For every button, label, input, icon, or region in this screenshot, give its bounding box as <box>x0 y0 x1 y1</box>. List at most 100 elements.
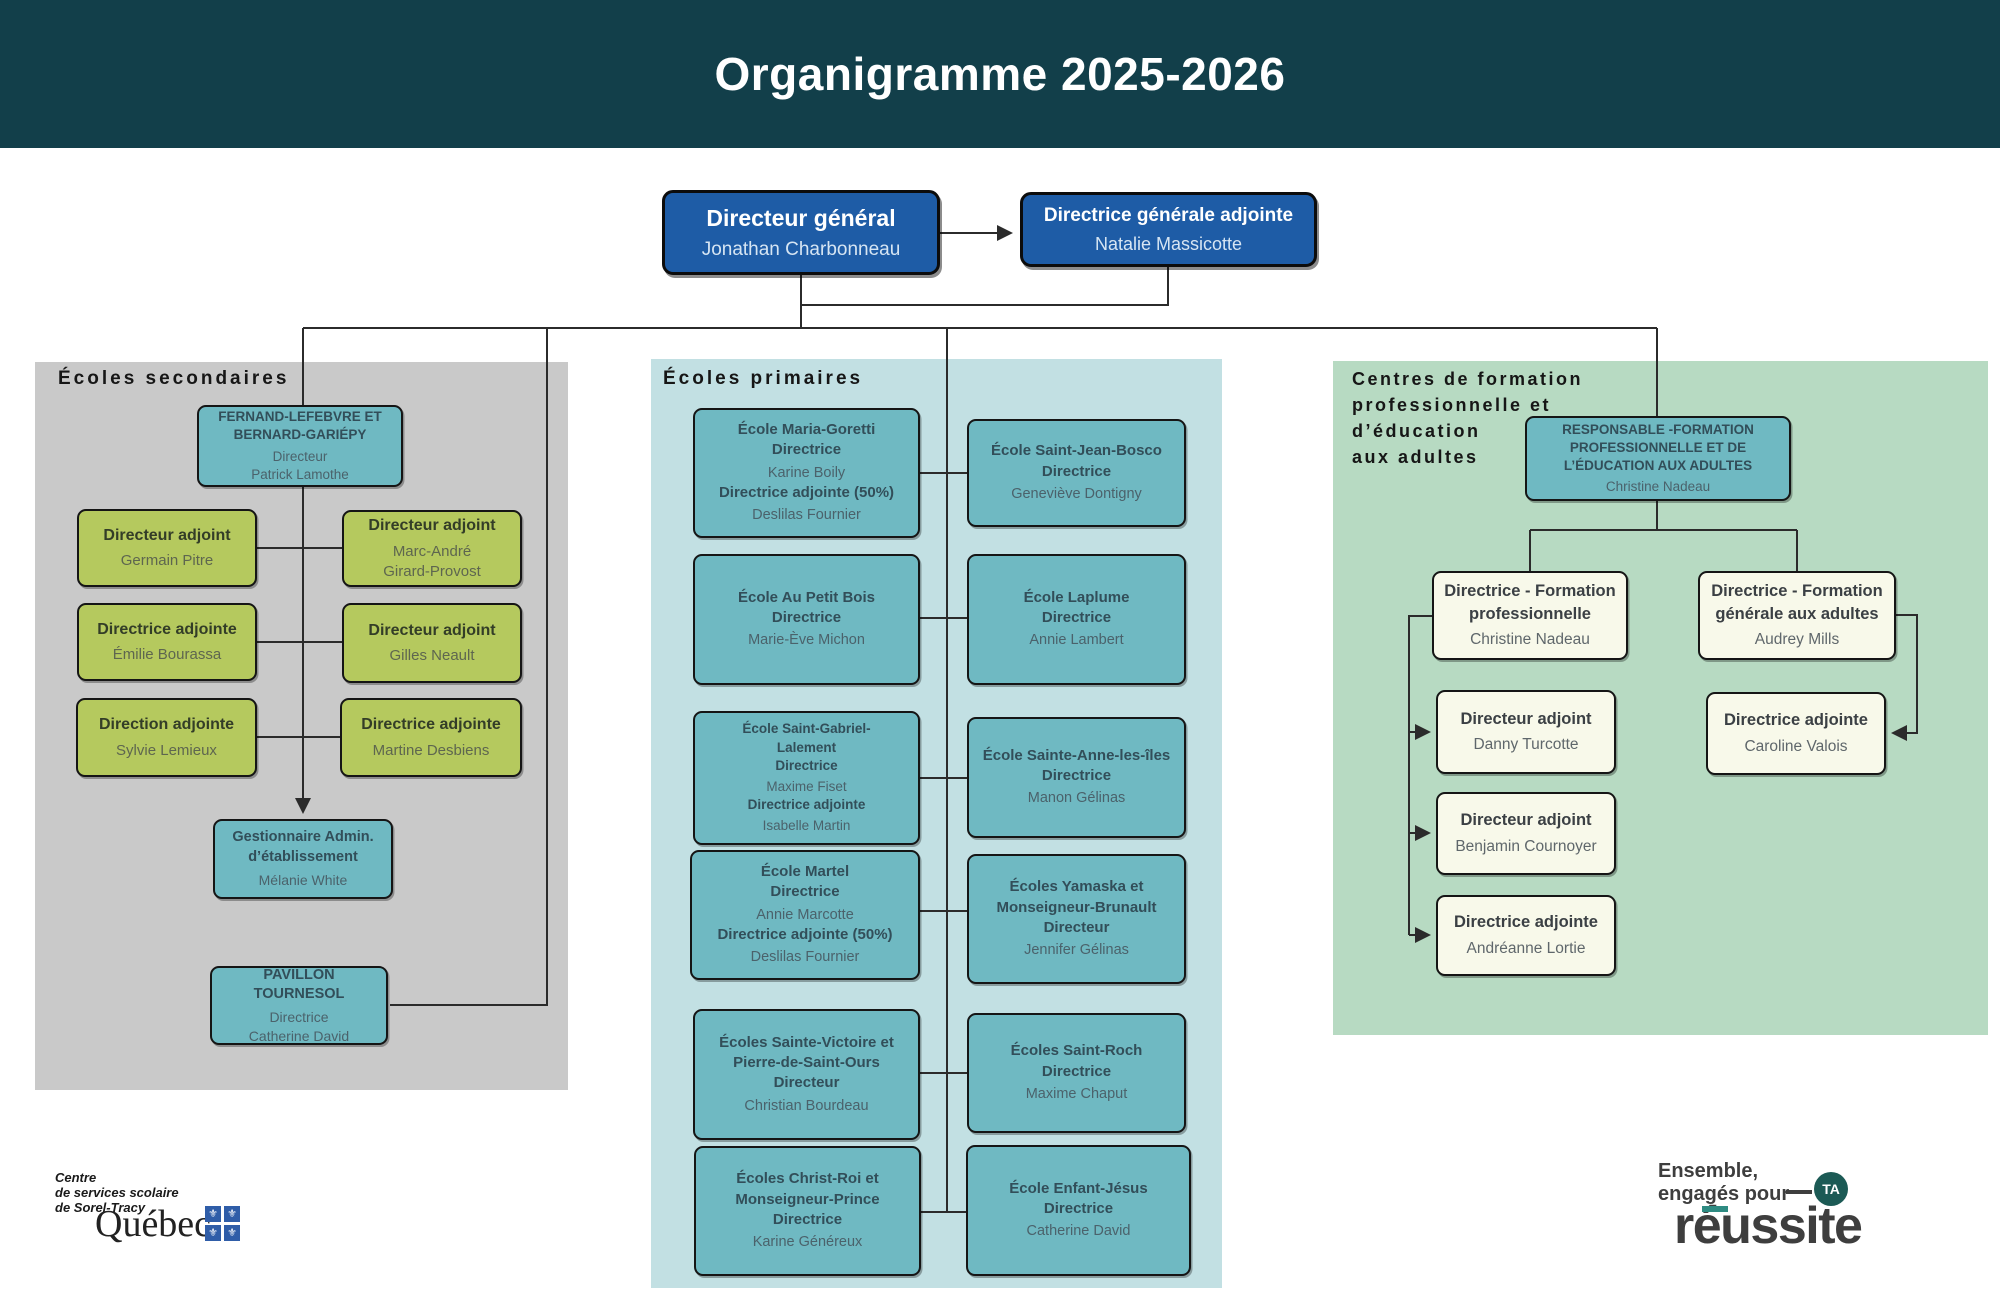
org-box-line: Directeur adjoint <box>1460 709 1592 728</box>
org-box-line: Directeur adjoint <box>368 621 496 639</box>
org-box-line: PROFESSIONNELLE ET DE <box>1569 439 1747 455</box>
org-box-line: Gestionnaire Admin. <box>232 829 374 846</box>
org-box-line: générale aux adultes <box>1715 604 1879 623</box>
org-box-line: Écoles Saint-Roch <box>1010 1042 1143 1060</box>
org-box-line: Marc-André <box>392 542 472 560</box>
org-box-line: École Maria-Goretti <box>737 421 876 439</box>
org-box-line: Directrice adjointe <box>1724 711 1868 730</box>
org-box-line: PAVILLON TOURNESOL <box>253 966 345 1003</box>
org-box-line: Danny Turcotte <box>1473 736 1579 754</box>
org-box-line: d’établissement <box>248 849 358 866</box>
box-fernand-lefebvre-bernard-gariepy: FERNAND-LEFEBVRE ET BERNARD-GARIÉPY Direct… <box>197 405 403 487</box>
org-box-line: École Saint-Jean-Bosco <box>991 442 1162 460</box>
org-box-line: Catherine David <box>248 1027 350 1044</box>
org-box-line: Patrick Lamothe <box>251 466 349 482</box>
org-box-line: Émilie Bourassa <box>112 646 222 664</box>
org-box-line: Manon Gélinas <box>1027 790 1126 807</box>
org-box-line: Directrice <box>1041 609 1112 627</box>
org-box-line: Jonathan Charbonneau <box>701 238 901 260</box>
org-box-line: Directrice <box>1043 1200 1114 1218</box>
org-box-line: Jennifer Gélinas <box>1024 942 1129 959</box>
org-box-line: École Saint-Gabriel- <box>742 721 871 737</box>
org-box-line: École Au Petit Bois <box>738 588 875 606</box>
org-box-line: Karine Boily <box>767 464 846 481</box>
org-box-line: Directrice adjointe <box>97 620 237 638</box>
slogan-dash <box>1786 1190 1812 1194</box>
org-box-line: Directeur adjoint <box>368 516 496 534</box>
org-box-line: L’ÉDUCATION AUX ADULTES <box>1563 458 1753 473</box>
quebec-flag-quadrant: ⚜ <box>224 1225 240 1241</box>
org-box-line: Directrice <box>1041 462 1112 480</box>
org-box-line: Maxime Fiset <box>766 779 847 794</box>
org-box-line: Catherine David <box>1026 1223 1131 1240</box>
org-box-line: Directrice <box>772 1210 843 1228</box>
org-box-line: Directeur adjoint <box>103 526 231 544</box>
page-title: Organigramme 2025-2026 <box>714 48 1286 100</box>
org-box-line: École Martel <box>760 863 850 881</box>
org-box-line: Maxime Chaput <box>1025 1085 1128 1102</box>
org-box-line: Directrice générale adjointe <box>1043 205 1294 227</box>
org-box-line: Écoles Christ-Roi et <box>736 1170 879 1188</box>
org-box-line: Christine Nadeau <box>1470 630 1590 648</box>
org-box-line: Monseigneur-Prince <box>735 1190 880 1208</box>
org-box-line: Deslilas Fournier <box>752 507 861 524</box>
org-box-line: Girard-Provost <box>383 562 481 580</box>
org-box-line: Marie-Ève Michon <box>748 632 865 649</box>
org-box-line: Mélanie White <box>258 871 348 888</box>
org-box-line: Directrice adjointe <box>747 797 866 813</box>
slogan-line2: engagés pour <box>1658 1183 1790 1205</box>
org-box-line: Christine Nadeau <box>1605 479 1711 495</box>
org-box-line: Natalie Massicotte <box>1094 233 1243 254</box>
org-box-line: d’éducation <box>1352 421 1481 441</box>
org-box-line: Andréanne Lortie <box>1466 939 1586 957</box>
org-box-line: Centres de formation <box>1352 369 1584 389</box>
org-box-line: Directrice <box>775 757 838 773</box>
org-box-line: Martine Desbiens <box>372 741 490 759</box>
org-box-line: Centre <box>55 1170 97 1185</box>
org-box-line: Directrice adjointe <box>1454 913 1598 932</box>
quebec-wordmark: Québec <box>95 1203 212 1245</box>
org-box-line: Deslilas Fournier <box>750 949 860 966</box>
org-box-line: Directrice - Formation <box>1711 582 1883 601</box>
quebec-flag-quadrant: ⚜ <box>205 1206 221 1222</box>
org-box-line: Directeur adjoint <box>1460 811 1592 830</box>
org-box-line: Directeur <box>773 1074 840 1092</box>
org-box-line: Germain Pitre <box>120 552 214 570</box>
org-box-line: Directrice <box>771 441 842 459</box>
org-box-line: Annie Lambert <box>1029 632 1124 649</box>
org-box-line: Caroline Valois <box>1744 737 1848 755</box>
org-box-line: Directeur <box>272 448 328 464</box>
org-box-line: aux adultes <box>1352 447 1479 467</box>
org-box-line: Benjamin Cournoyer <box>1455 837 1597 855</box>
org-box-line: FERNAND-LEFEBVRE ET <box>218 409 382 425</box>
org-box-line: de services scolaire <box>55 1185 179 1200</box>
label-ecoles-primaires: Écoles primaires <box>663 368 864 389</box>
org-box-line: Directrice adjointe (50%) <box>718 484 895 502</box>
org-box-line: BERNARD-GARIÉPY <box>233 427 367 443</box>
quebec-flag-icon: ⚜ ⚜ ⚜ ⚜ <box>205 1206 240 1241</box>
org-box-line: Gilles Neault <box>389 647 475 665</box>
slogan-line1: Ensemble, <box>1658 1160 1759 1182</box>
org-box-line: professionnelle <box>1469 604 1591 623</box>
org-box-line: Christian Bourdeau <box>744 1097 869 1114</box>
org-box-line: École Laplume <box>1023 588 1130 606</box>
